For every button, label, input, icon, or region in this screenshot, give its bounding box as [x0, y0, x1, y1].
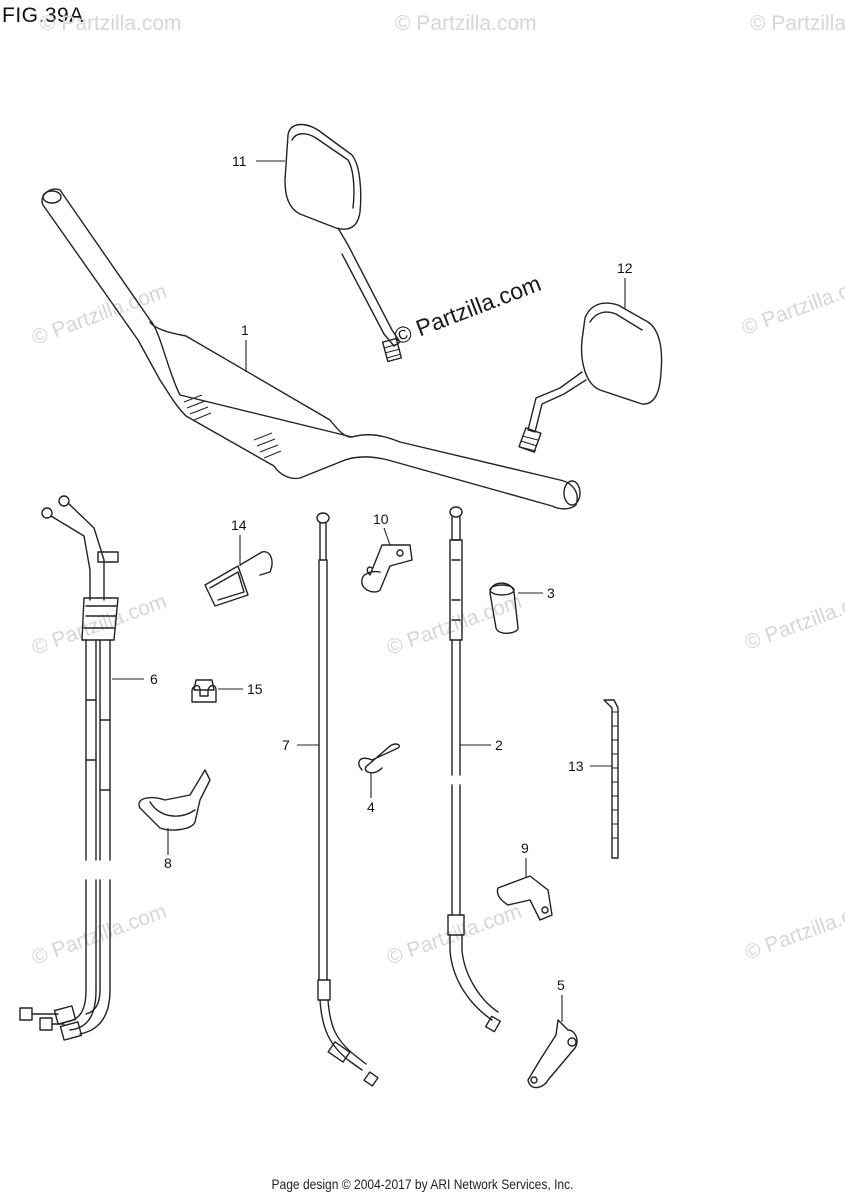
svg-text:© Partzilla.com: © Partzilla.com — [29, 590, 170, 660]
part-holder-8[interactable] — [138, 769, 211, 831]
callout-6: 6 — [150, 671, 158, 687]
callout-numbers: 11 12 1 14 10 3 6 15 7 2 4 13 8 9 5 — [150, 153, 633, 993]
svg-text:© Partzilla.com: © Partzilla.com — [395, 12, 537, 35]
part-throttle-cable[interactable] — [19, 495, 119, 1041]
knurled-grip-area — [183, 394, 282, 459]
part-cable-boot[interactable] — [489, 582, 519, 634]
page-footer: Page design © 2004-2017 by ARI Network S… — [271, 1176, 574, 1192]
svg-text:© Partzilla.com: © Partzilla.com — [40, 12, 182, 35]
svg-text:© Partzilla.com: © Partzilla.com — [29, 280, 170, 350]
part-clip-4[interactable] — [358, 743, 400, 774]
callout-10: 10 — [373, 511, 389, 527]
leader-lines — [112, 160, 626, 1022]
part-handlebar[interactable] — [41, 188, 581, 510]
callout-11: 11 — [232, 153, 247, 169]
svg-text:© Partzilla.com: © Partzilla.com — [742, 895, 845, 965]
callout-9: 9 — [521, 840, 529, 856]
part-bracket-5[interactable] — [527, 1019, 578, 1089]
part-cable-tie[interactable] — [603, 699, 619, 859]
figure-title: FIG.39A — [2, 4, 84, 27]
callout-12: 12 — [617, 260, 633, 276]
callout-2: 2 — [495, 737, 503, 753]
svg-text:© Partzilla.com: © Partzilla.com — [742, 585, 845, 655]
part-wire-clip-14[interactable] — [204, 551, 273, 607]
svg-text:© Partzilla.com: © Partzilla.com — [739, 270, 845, 340]
callout-4: 4 — [367, 799, 375, 815]
svg-text:© Partzilla.com: © Partzilla.com — [29, 900, 170, 970]
faint-watermarks: © Partzilla.com © Partzilla.com © Partzi… — [29, 12, 845, 970]
callout-3: 3 — [547, 585, 555, 601]
part-clip-10[interactable] — [361, 544, 413, 593]
callout-13: 13 — [568, 758, 584, 774]
part-cable-7[interactable] — [316, 512, 379, 1087]
svg-text:© Partzilla.com: © Partzilla.com — [750, 12, 845, 35]
callout-1: 1 — [241, 322, 249, 338]
partzilla-watermark: © Partzilla.com — [390, 270, 544, 350]
callout-7: 7 — [282, 737, 290, 753]
part-mirror-right[interactable] — [518, 302, 663, 453]
callout-5: 5 — [557, 977, 565, 993]
callout-14: 14 — [231, 517, 247, 533]
callout-8: 8 — [164, 855, 172, 871]
part-guide-9[interactable] — [496, 875, 553, 921]
part-clamp-15[interactable] — [191, 679, 217, 703]
part-cable-2[interactable] — [447, 506, 502, 1033]
part-mirror-left[interactable] — [284, 123, 403, 363]
callout-15: 15 — [247, 681, 263, 697]
